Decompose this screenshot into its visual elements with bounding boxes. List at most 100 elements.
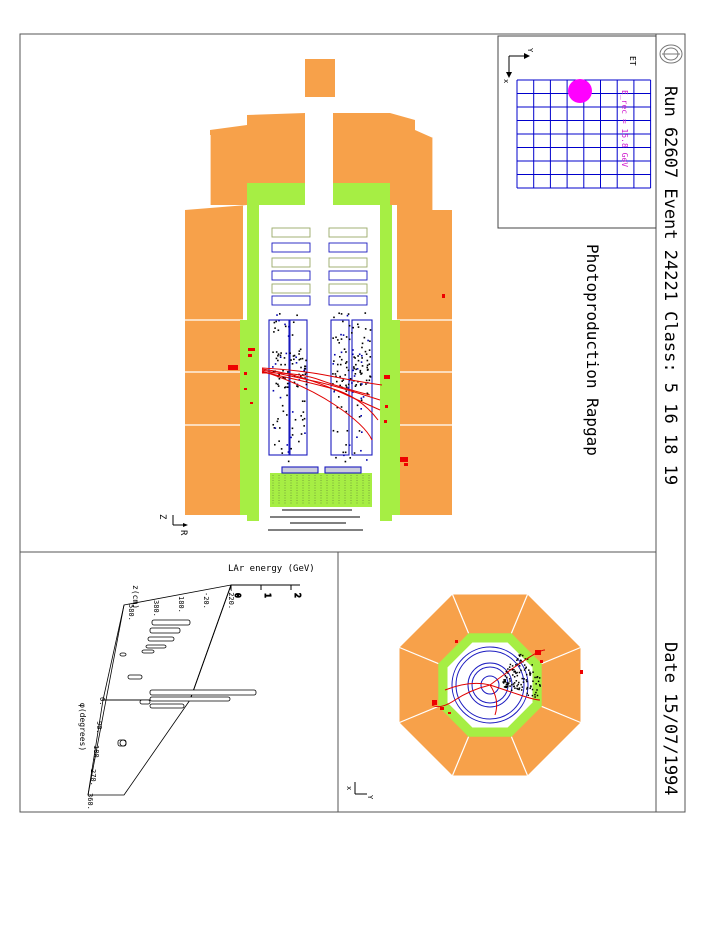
tracker-hit bbox=[345, 336, 348, 338]
tracker-hit bbox=[529, 672, 532, 675]
tracker-hit bbox=[299, 358, 302, 360]
tracker-hit bbox=[520, 683, 522, 686]
energy-deposit bbox=[455, 640, 458, 643]
tracker-hit bbox=[334, 373, 337, 375]
tracker-hit bbox=[354, 385, 357, 387]
tracker-hit bbox=[358, 353, 361, 356]
tracker-hit bbox=[364, 328, 367, 330]
tracker-hit bbox=[295, 362, 298, 364]
tracker-hit bbox=[290, 359, 292, 361]
tracker-hit bbox=[515, 672, 517, 675]
tracker-hit bbox=[279, 396, 282, 399]
tracker-hit bbox=[536, 689, 538, 691]
tracker-hit bbox=[347, 369, 350, 372]
side-view-hits bbox=[272, 312, 372, 463]
tracker-hit bbox=[293, 381, 296, 384]
tracker-hit bbox=[343, 454, 345, 457]
tracker-hit bbox=[344, 460, 347, 463]
tracker-hit bbox=[304, 373, 307, 376]
central-tracker bbox=[268, 319, 373, 474]
track bbox=[489, 649, 546, 686]
tracker-hit bbox=[531, 688, 534, 691]
tracker-hit bbox=[508, 682, 510, 684]
tracker-hit bbox=[525, 666, 527, 669]
tracker-hit bbox=[278, 319, 280, 322]
tracker-hit bbox=[357, 355, 359, 357]
tracker-hit bbox=[305, 371, 308, 374]
lego-phi-tick-label: 0. bbox=[98, 697, 106, 705]
lego-tower bbox=[145, 644, 167, 649]
lego-tower bbox=[149, 703, 185, 709]
end-view-tracks bbox=[431, 649, 546, 716]
energy-deposit bbox=[385, 405, 388, 408]
tracker-hit bbox=[280, 363, 282, 366]
tracker-hit bbox=[344, 362, 347, 365]
tracker-hit bbox=[526, 680, 528, 683]
energy-deposit bbox=[384, 375, 390, 379]
tracker-hit bbox=[352, 349, 354, 351]
tracker-hit bbox=[368, 379, 371, 382]
lego-phi-ticks: 0.90.180.270.360. bbox=[86, 697, 106, 810]
tracker-hit bbox=[280, 352, 282, 354]
tracker-hit bbox=[516, 659, 518, 662]
end-view-axes-icon bbox=[354, 782, 367, 795]
tracker-hit bbox=[273, 331, 275, 333]
tracker-hit bbox=[332, 373, 334, 375]
tracker-hit bbox=[292, 321, 295, 324]
tracker-hit bbox=[340, 338, 343, 340]
tracker-hit bbox=[275, 351, 278, 353]
energy-deposit bbox=[540, 660, 543, 663]
tracker-hit bbox=[282, 410, 285, 413]
tracker-hit bbox=[519, 653, 522, 656]
calo-segmentation bbox=[185, 135, 452, 426]
forward-tracker-module bbox=[271, 295, 311, 306]
tracker-hit bbox=[531, 664, 533, 666]
subtitle: Photoproduction Rapgap bbox=[583, 244, 602, 456]
tracker-hit bbox=[344, 451, 347, 454]
tracker-hit bbox=[365, 379, 368, 382]
tracker-hit bbox=[505, 683, 508, 686]
tracker-hit bbox=[349, 378, 352, 380]
et-energy-readout: E_rec = 15.8 GeV bbox=[620, 90, 629, 168]
tracker-hit bbox=[339, 355, 341, 358]
track bbox=[261, 368, 381, 411]
tracker-hit bbox=[517, 683, 519, 686]
tracker-hit bbox=[514, 671, 516, 673]
tracker-hit bbox=[272, 389, 275, 392]
tracker-hit bbox=[506, 682, 508, 684]
et-axis-y-label: Y bbox=[526, 48, 534, 53]
tracker-hit bbox=[298, 353, 300, 355]
tracker-hit bbox=[348, 324, 351, 327]
tracker-hit bbox=[356, 368, 359, 370]
tracker-hit bbox=[294, 418, 297, 421]
tracker-hit bbox=[286, 394, 288, 397]
tracker-hit bbox=[340, 333, 342, 336]
tracker-hit bbox=[277, 359, 279, 362]
lego-z-tick-label: -20. bbox=[202, 592, 210, 609]
tracker-hit bbox=[518, 665, 521, 667]
energy-deposit bbox=[248, 348, 255, 351]
tracker-hit bbox=[353, 356, 355, 358]
tracker-hit bbox=[342, 451, 345, 454]
tracker-hit bbox=[522, 681, 525, 683]
tracker-hit bbox=[368, 349, 371, 351]
tracker-hit bbox=[529, 687, 531, 690]
tracker-hit bbox=[275, 320, 277, 323]
tracker-hit bbox=[513, 671, 515, 673]
tracker-hit bbox=[516, 685, 518, 687]
tracker-hit bbox=[273, 321, 276, 324]
tracker-hit bbox=[284, 377, 286, 380]
tracker-hit bbox=[336, 430, 339, 433]
tracker-hit bbox=[511, 665, 514, 667]
tracker-hit bbox=[516, 687, 518, 690]
tracker-hit bbox=[355, 383, 358, 386]
tracker-hit bbox=[291, 427, 294, 430]
tracker-hit bbox=[276, 314, 278, 316]
lego-z-tick-label: 580. bbox=[127, 604, 135, 621]
tracker-hit bbox=[517, 658, 519, 660]
tracker-hit bbox=[356, 323, 359, 326]
tracker-hit bbox=[286, 414, 288, 416]
lego-z-tick-label: 380. bbox=[152, 600, 160, 617]
